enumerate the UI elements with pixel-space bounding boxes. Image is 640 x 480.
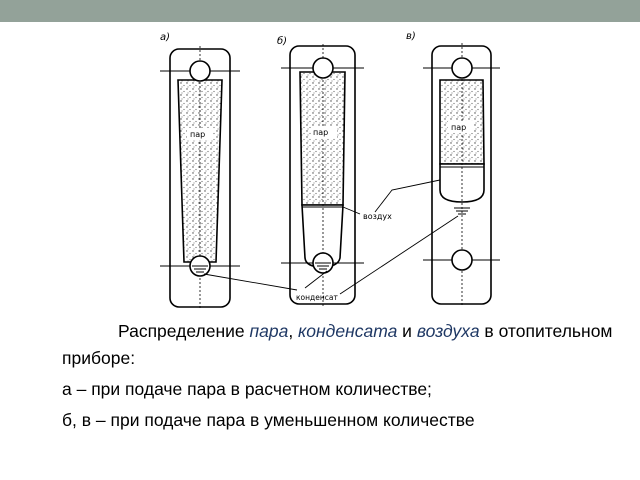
panel-v-steam-label: пар [451,123,466,132]
caption-and: и [397,321,417,341]
panel-v-bottom-port [451,249,473,271]
panel-v-body [431,45,492,305]
caption-comma: , [288,321,299,341]
panel-a-top-port [189,60,211,82]
caption-line-b: б, в – при подаче пара в уменьшенном кол… [62,410,475,430]
caption-prefix: Распределение [118,321,250,341]
panel-b-steam-label: пар [313,128,328,137]
caption-line-1: Распределение пара, конденсата и воздуха… [62,318,622,372]
panel-a-label: а) [160,32,170,43]
panel-v-top-port [451,57,473,79]
panel-a-steam-label: пар [190,130,205,139]
top-bar [0,0,640,22]
caption-steam: пара [249,321,289,341]
panel-b-top-port [312,57,334,79]
radiator-diagram: а) пар б) пар в) [160,31,500,309]
panel-v-label: в) [406,31,416,42]
caption: Распределение пара, конденсата и воздуха… [62,318,622,434]
caption-condensate: конденсата [298,321,398,341]
panel-b-label: б) [277,35,287,47]
caption-suffix: в отопительном приборе: [62,321,613,368]
panel-v: в) пар [406,31,500,306]
air-label: воздух [363,212,392,221]
panel-b-body [289,45,356,305]
caption-air: воздуха [416,321,480,341]
leader-lines [203,179,459,295]
panel-b-steam-fill [299,71,346,206]
panel-a: а) пар [160,32,240,309]
panel-b: б) пар [277,35,364,306]
condensate-label: конденсат [296,293,338,302]
caption-line-a: а – при подаче пара в расчетном количест… [62,379,432,399]
